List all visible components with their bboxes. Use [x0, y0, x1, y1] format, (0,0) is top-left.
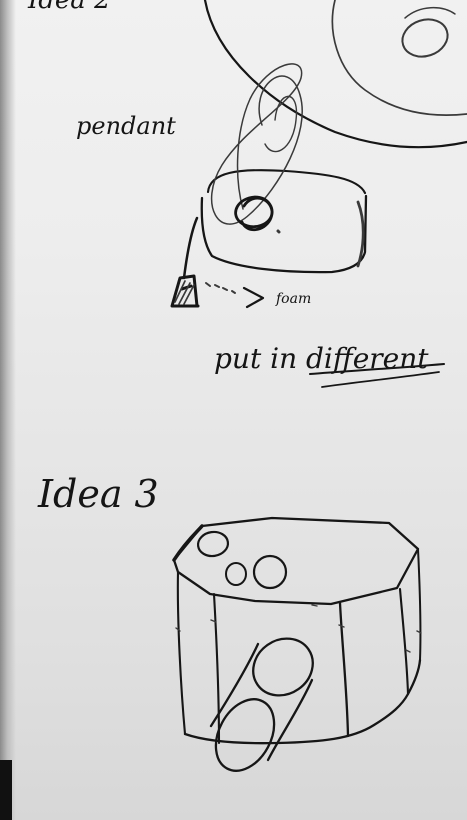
top-right-ellipse	[398, 14, 453, 62]
side-lower-circle	[204, 689, 286, 781]
prism-right-edge	[400, 589, 408, 694]
prism-bottom-rim	[185, 660, 420, 743]
top-right-stroke	[405, 8, 455, 18]
cut-off-title: Idea 2	[27, 0, 111, 15]
foam-note: foam	[275, 291, 311, 307]
prism-far-right-edge	[418, 549, 420, 660]
prism-left-edge	[178, 572, 185, 734]
pendant-body	[202, 196, 366, 272]
pendant-scribble	[236, 197, 272, 230]
large-circle-outline	[205, 0, 467, 147]
top-circle-large	[196, 530, 229, 558]
prism-center-edge	[340, 603, 348, 736]
pendant-label: pendant	[76, 112, 176, 140]
tick-marks	[176, 605, 421, 652]
arrow-head	[244, 288, 263, 307]
pendant-cord	[184, 218, 197, 278]
side-upper-circle	[242, 627, 324, 707]
pendant-top-arc	[208, 170, 365, 193]
inner-curve	[332, 0, 467, 115]
different-note: put in different	[214, 342, 429, 375]
prism-top-rim	[174, 518, 418, 604]
idea-3-title: Idea 3	[37, 472, 159, 516]
dotted-arrow-line	[206, 283, 235, 293]
top-circle-medium	[254, 556, 286, 588]
pendant-dot	[278, 231, 279, 232]
top-circle-small	[226, 563, 246, 585]
